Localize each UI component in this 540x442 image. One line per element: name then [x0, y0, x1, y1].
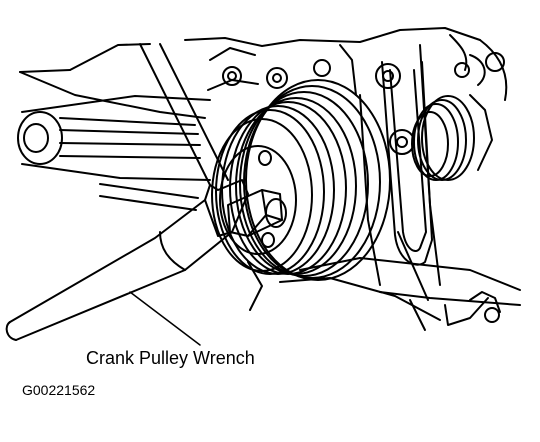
callout-label: Crank Pulley Wrench [86, 348, 255, 368]
belt-tensioner [381, 61, 433, 301]
crank-pulley [211, 79, 391, 281]
figure-id: G00221562 [22, 382, 96, 398]
side-bracket [17, 95, 211, 211]
wrench-tool [5, 43, 249, 341]
callout-leader [129, 291, 201, 346]
lower-engine [247, 257, 521, 331]
idler-pulley [411, 95, 475, 181]
